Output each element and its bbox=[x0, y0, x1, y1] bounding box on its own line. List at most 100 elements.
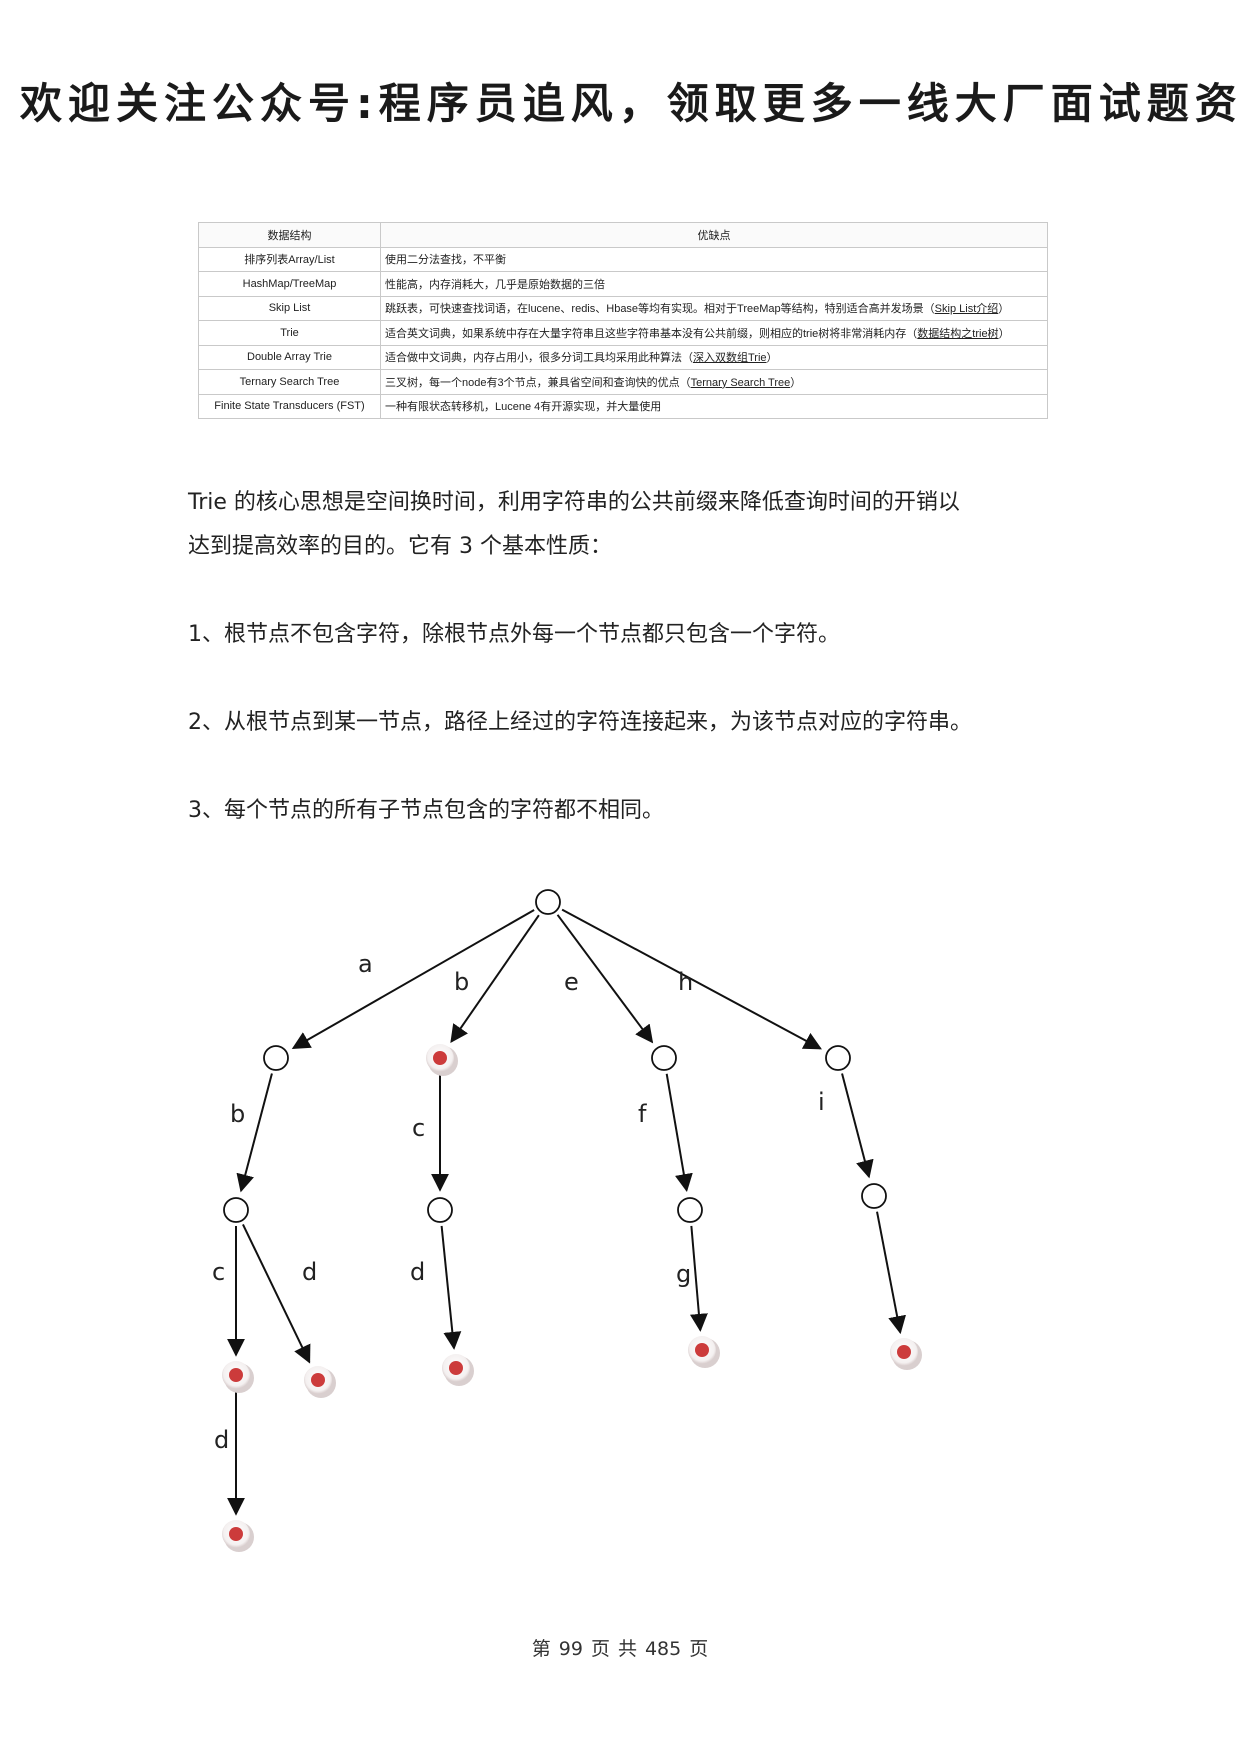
table-cell-desc: 适合做中文词典，内存占用小，很多分词工具均采用此种算法（深入双数组Trie） bbox=[380, 344, 1048, 370]
trie-edge-root-b bbox=[450, 914, 540, 1044]
terminal-dot bbox=[311, 1373, 325, 1387]
table-cell-desc: 使用二分法查找，不平衡 bbox=[380, 246, 1048, 272]
table-cell-name: Finite State Transducers (FST) bbox=[198, 393, 381, 419]
table-row: HashMap/TreeMap 性能高，内存消耗大，几乎是原始数据的三倍 bbox=[198, 271, 1048, 297]
terminal-node-hi_end bbox=[890, 1338, 922, 1370]
trie-node-a bbox=[263, 1045, 289, 1071]
terminal-node-efg bbox=[688, 1336, 720, 1368]
edge-label-root-b: b bbox=[454, 968, 469, 996]
table-header-pros-cons: 优缺点 bbox=[380, 222, 1048, 248]
footer-total-word: 共 bbox=[617, 1638, 637, 1660]
table-cell-desc: 适合英文词典，如果系统中存在大量字符串且这些字符串基本没有公共前缀，则相应的tr… bbox=[380, 320, 1048, 346]
node-circle bbox=[861, 1183, 887, 1209]
node-circle bbox=[427, 1197, 453, 1223]
table-cell-name: Trie bbox=[198, 320, 381, 346]
table-cell-name: Double Array Trie bbox=[198, 344, 381, 370]
desc-text: 三叉树，每一个node有3个节点，兼具省空间和查询快的优点（ bbox=[385, 376, 691, 389]
node-circle bbox=[535, 889, 561, 915]
terminal-node-abcd bbox=[222, 1520, 254, 1552]
table-header-structure: 数据结构 bbox=[198, 222, 381, 248]
table-row: Double Array Trie 适合做中文词典，内存占用小，很多分词工具均采… bbox=[198, 344, 1048, 370]
desc-tail: ） bbox=[790, 376, 802, 389]
edge-label-ab-abd: d bbox=[302, 1258, 317, 1286]
table-row: Trie 适合英文词典，如果系统中存在大量字符串且这些字符串基本没有公共前缀，则… bbox=[198, 320, 1048, 346]
table-header-row: 数据结构 优缺点 bbox=[198, 222, 1048, 248]
edge-label-e-ef: f bbox=[638, 1100, 647, 1128]
trie-edge-root-a bbox=[291, 909, 535, 1049]
terminal-dot bbox=[433, 1051, 447, 1065]
desc-text: 跳跃表，可快速查找词语，在lucene、redis、Hbase等均有实现。相对于… bbox=[385, 303, 935, 316]
trie-link[interactable]: 数据结构之trie树 bbox=[917, 327, 999, 340]
property-2: 2、从根节点到某一节点，路径上经过的字符连接起来，为该节点对应的字符串。 bbox=[188, 710, 972, 735]
skip-list-link[interactable]: Skip List介绍 bbox=[934, 303, 999, 316]
ternary-search-tree-link[interactable]: Ternary Search Tree bbox=[690, 376, 791, 389]
edge-label-root-a: a bbox=[358, 950, 373, 978]
desc-tail: ） bbox=[766, 352, 778, 365]
footer-suffix: 页 bbox=[689, 1638, 709, 1660]
table-cell-name: HashMap/TreeMap bbox=[198, 271, 381, 297]
footer-prefix: 第 bbox=[531, 1638, 551, 1660]
edge-label-root-e: e bbox=[564, 968, 579, 996]
edge-label-ab-abc: c bbox=[212, 1258, 225, 1286]
trie-node-bc bbox=[427, 1197, 453, 1223]
terminal-dot bbox=[449, 1361, 463, 1375]
table-cell-name: Skip List bbox=[198, 295, 381, 321]
trie-edge-hi-hi_end bbox=[876, 1211, 907, 1335]
terminal-node-abc bbox=[222, 1361, 254, 1393]
trie-node-h bbox=[825, 1045, 851, 1071]
desc-text: 使用二分法查找，不平衡 bbox=[385, 254, 506, 267]
trie-node-e bbox=[651, 1045, 677, 1071]
data-structure-table: 数据结构 优缺点 排序列表Array/List 使用二分法查找，不平衡 Hash… bbox=[198, 222, 1048, 419]
terminal-dot bbox=[897, 1345, 911, 1359]
node-circle bbox=[651, 1045, 677, 1071]
trie-node-root bbox=[535, 889, 561, 915]
property-3: 3、每个节点的所有子节点包含的字符都不相同。 bbox=[188, 798, 664, 823]
edge-label-b-bc: c bbox=[412, 1114, 425, 1142]
desc-tail: ） bbox=[998, 303, 1010, 316]
trie-node-hi bbox=[861, 1183, 887, 1209]
edge-label-root-h: h bbox=[678, 968, 693, 996]
table-cell-desc: 三叉树，每一个node有3个节点，兼具省空间和查询快的优点（Ternary Se… bbox=[380, 369, 1048, 395]
table-cell-desc: 一种有限状态转移机，Lucene 4有开源实现，并大量使用 bbox=[380, 393, 1048, 419]
terminal-dot bbox=[229, 1368, 243, 1382]
desc-text: 性能高，内存消耗大，几乎是原始数据的三倍 bbox=[385, 278, 605, 291]
node-circle bbox=[223, 1197, 249, 1223]
intro-line-1: Trie 的核心思想是空间换时间，利用字符串的公共前缀来降低查询时间的开销以 bbox=[188, 490, 960, 515]
edge-label-bc-bcd: d bbox=[410, 1258, 425, 1286]
trie-node-ab bbox=[223, 1197, 249, 1223]
trie-edge-labels: a b e h b c f i c d d g d bbox=[212, 950, 825, 1454]
edge-label-ef-efg: g bbox=[676, 1260, 691, 1288]
table-row: Finite State Transducers (FST) 一种有限状态转移机… bbox=[198, 393, 1048, 419]
table-row: Skip List 跳跃表，可快速查找词语，在lucene、redis、Hbas… bbox=[198, 295, 1048, 321]
double-array-trie-link[interactable]: 深入双数组Trie bbox=[693, 352, 767, 365]
desc-text: 适合英文词典，如果系统中存在大量字符串且这些字符串基本没有公共前缀，则相应的tr… bbox=[385, 327, 918, 340]
table-cell-desc: 性能高，内存消耗大，几乎是原始数据的三倍 bbox=[380, 271, 1048, 297]
terminal-node-b bbox=[426, 1044, 458, 1076]
trie-edge-h-hi bbox=[841, 1073, 874, 1179]
trie-diagram: a b e h b c f i c d d g d bbox=[212, 889, 922, 1552]
trie-edge-root-h bbox=[561, 908, 822, 1050]
desc-tail: ） bbox=[998, 327, 1010, 340]
trie-nodes bbox=[222, 889, 922, 1552]
terminal-node-abd bbox=[304, 1366, 336, 1398]
desc-text: 适合做中文词典，内存占用小，很多分词工具均采用此种算法（ bbox=[385, 352, 693, 365]
trie-edge-root-e bbox=[556, 914, 654, 1044]
banner-title: 欢迎关注公众号:程序员追风，领取更多一线大厂面试题资料 bbox=[20, 79, 1240, 128]
table-cell-desc: 跳跃表，可快速查找词语，在lucene、redis、Hbase等均有实现。相对于… bbox=[380, 295, 1048, 321]
edge-label-h-hi: i bbox=[818, 1088, 825, 1116]
terminal-node-bcd bbox=[442, 1354, 474, 1386]
edge-label-a-ab: b bbox=[230, 1100, 245, 1128]
trie-edges bbox=[227, 908, 907, 1516]
edge-label-abc-abcd: d bbox=[214, 1426, 229, 1454]
node-circle bbox=[825, 1045, 851, 1071]
footer-page-word: 页 bbox=[590, 1638, 610, 1660]
table-cell-name: Ternary Search Tree bbox=[198, 369, 381, 395]
node-circle bbox=[677, 1197, 703, 1223]
terminal-dot bbox=[695, 1343, 709, 1357]
desc-text: 一种有限状态转移机，Lucene 4有开源实现，并大量使用 bbox=[385, 401, 662, 414]
footer-total-pages: 485 bbox=[644, 1638, 682, 1660]
intro-line-2: 达到提高效率的目的。它有 3 个基本性质： bbox=[188, 534, 612, 559]
table-cell-name: 排序列表Array/List bbox=[198, 246, 381, 272]
node-circle bbox=[263, 1045, 289, 1071]
